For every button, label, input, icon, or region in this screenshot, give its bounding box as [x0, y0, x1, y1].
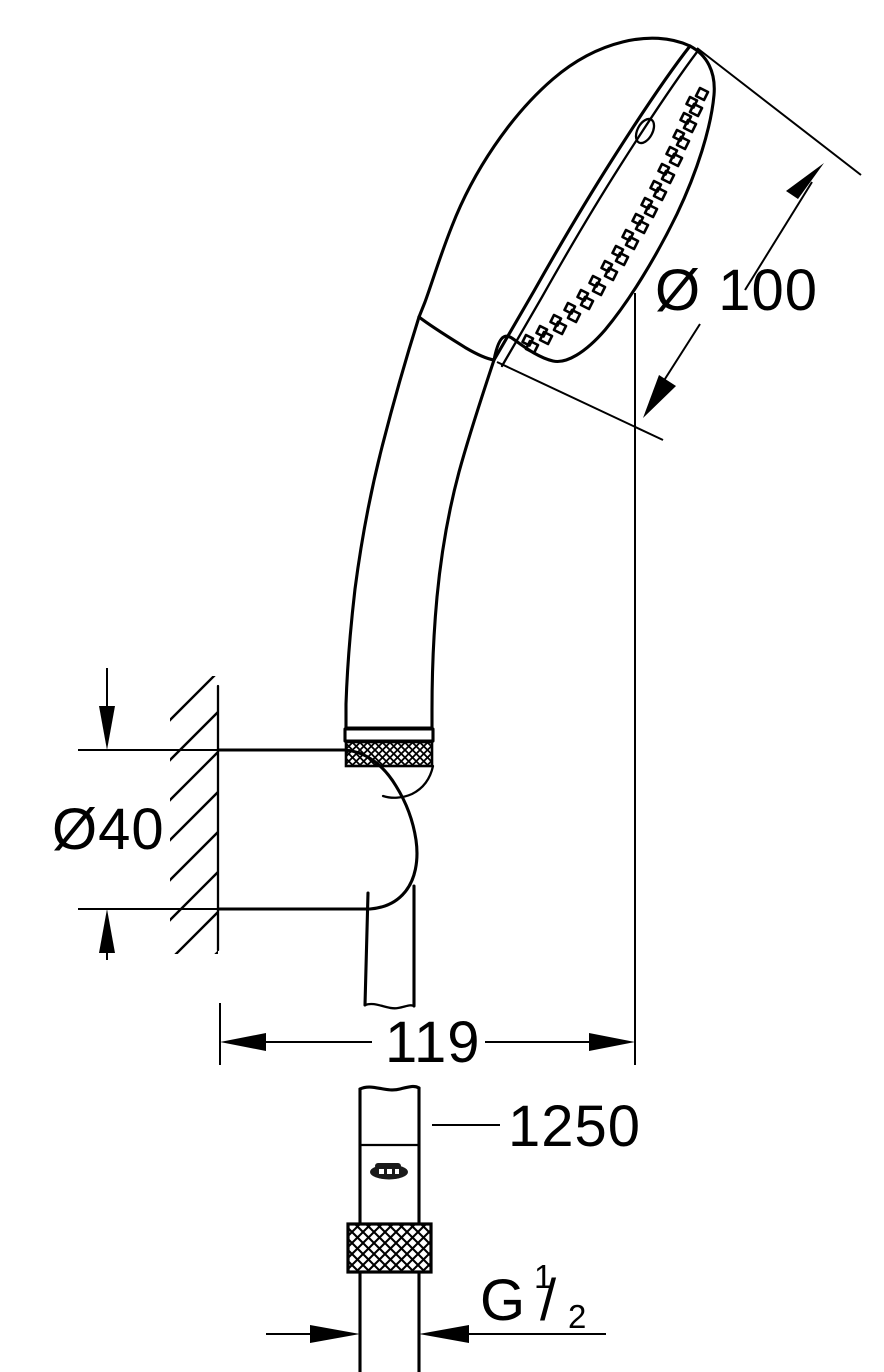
handle — [343, 315, 496, 768]
dimension-hose-length: 1250 — [432, 1094, 641, 1159]
dim100-arrow-lower — [643, 375, 676, 418]
hose-nut — [346, 1222, 433, 1274]
spray-selector-button — [634, 117, 656, 145]
pipe-stub-left — [363, 891, 370, 1007]
dim100-line-lower — [662, 323, 701, 383]
wall-holder-nose — [343, 748, 419, 911]
pipe-stub-break-bottom — [363, 1002, 416, 1010]
dim100-arrow-upper — [786, 163, 824, 199]
hose-break-top — [358, 1084, 421, 1092]
dimG12-numerator: 1 — [534, 1258, 552, 1295]
dim40-label: Ø40 — [52, 797, 165, 862]
dim100-line-upper — [744, 181, 813, 291]
dim100-ext-lower — [496, 361, 664, 441]
wall-holder-collar-fillet — [381, 764, 435, 799]
handle-right-profile — [430, 358, 496, 730]
dimG12-slash: / — [540, 1268, 557, 1333]
dim100-ext-upper — [696, 47, 862, 176]
dimG12-arrow-right — [419, 1325, 469, 1343]
dim1250-label: 1250 — [508, 1094, 641, 1159]
dim119-arrow-right — [589, 1033, 635, 1051]
dim40-arrow-bottom — [99, 909, 115, 953]
dimension-hose-thread: G 1 / 2 — [266, 1258, 606, 1343]
shower-head-left-shoulder — [417, 315, 496, 362]
dimG12-arrow-left — [310, 1325, 360, 1343]
dimG12-denominator: 2 — [568, 1298, 586, 1335]
spray-face-edge-right — [492, 44, 716, 364]
wall-holder — [216, 748, 435, 911]
hose-logo-mark — [370, 1163, 408, 1180]
handle-collar-body — [343, 727, 435, 743]
dimension-projection: 119 — [219, 1003, 636, 1075]
spray-face-rim-outer — [492, 44, 692, 362]
handle-left-profile — [344, 315, 421, 730]
spray-nozzle-ring — [521, 86, 710, 355]
dim100-label: Ø 100 — [655, 258, 818, 323]
shower-head-outline — [417, 36, 692, 319]
spray-face-rim-inner — [500, 50, 699, 368]
dim119-label: 119 — [385, 1010, 480, 1075]
wall-hatching — [170, 676, 218, 954]
dimension-wall-bracket-diameter: Ø40 — [52, 668, 218, 960]
shower-head — [417, 36, 716, 368]
dim119-arrow-left — [220, 1033, 266, 1051]
wall — [170, 676, 220, 954]
dim40-arrow-top — [99, 706, 115, 750]
dimG12-letter: G — [480, 1268, 526, 1333]
hose — [346, 1084, 433, 1372]
dimension-spray-face-diameter: Ø 100 — [496, 47, 862, 1046]
pipe-stub — [363, 884, 416, 1010]
